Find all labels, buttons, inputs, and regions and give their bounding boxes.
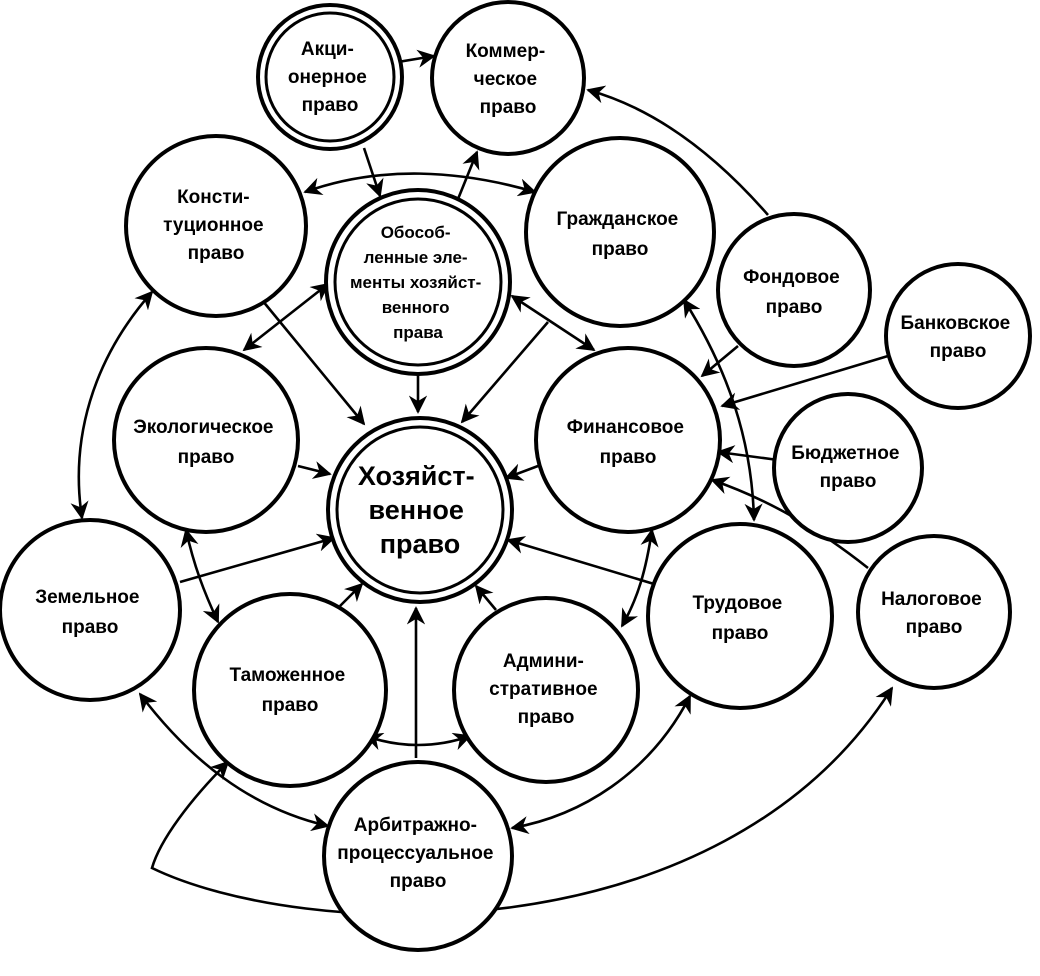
edge-eko-tam [180,528,220,624]
label-konstitucionnoe: Консти- туционное право [163,187,269,264]
node-administrativnoe: Админи- стративное право [452,596,640,784]
edge-fin-adm [620,528,659,628]
edge-fin-hoz [504,463,539,481]
label-nalogovoe: Налоговое право [881,589,987,638]
edge-grazh-hoz [460,321,549,424]
node-byudzhetnoe: Бюджетное право [772,392,924,544]
node-konstitucionnoe: Консти- туционное право [124,134,308,318]
label-bankovskoe: Банковское право [900,313,1015,362]
node-trudovoe: Трудовое право [646,522,834,710]
label-trudovoe: Трудовое право [693,593,788,644]
edge-fond-fin [700,345,739,378]
label-fondovoe: Фондовое право [743,267,845,318]
edge-konst-hoz [260,299,366,426]
label-kommercheskoe: Коммер- ческое право [466,41,551,118]
edge-akc-obos [362,147,384,198]
label-grazhdanskoe: Гражданское право [556,209,683,260]
node-ekologicheskoe: Экологическое право [112,346,300,534]
node-zemelnoe: Земельное право [0,518,182,702]
node-nalogovoe: Налоговое право [856,534,1012,690]
label-obosoblennye: Обособ- ленные эле- менты хозяйст- венно… [350,223,486,342]
label-finansovoe: Финансовое право [567,417,689,468]
label-zemelnoe: Земельное право [35,587,145,638]
edge-tam-hoz [339,582,364,607]
label-tamozhennoe: Таможенное право [229,665,350,716]
label-ekologicheskoe: Экологическое право [133,417,279,468]
edges [70,49,894,916]
node-fondovoe: Фондовое право [716,212,872,368]
edge-obos-fin [510,294,596,352]
edge-trud-hoz [506,536,655,586]
node-finansovoe: Финансовое право [534,346,722,534]
edge-konst-grazh [303,172,537,197]
node-akcionernoe: Акци- онерное право [256,3,404,151]
edge-adm-hoz [474,584,497,611]
edge-bank-fin [720,354,889,410]
edge-arb-nal-loop [150,686,894,916]
label-hozyaystvennoe: Хозяйст- венное право [358,461,482,559]
node-bankovskoe: Банковское право [884,262,1032,410]
edge-fond-komm [586,85,769,216]
edge-byud-fin [716,445,779,464]
edge-eko-hoz [297,461,332,479]
edge-zem-hoz [179,533,336,584]
label-administrativnoe: Админи- стративное право [489,651,603,728]
edge-tam-adm [364,732,472,751]
edge-obos-eko [242,282,330,352]
label-byudzhetnoe: Бюджетное право [791,443,904,492]
node-tamozhennoe: Таможенное право [192,592,388,788]
edge-konst-zem [70,290,154,520]
node-hozyaystvennoe: Хозяйст- венное право [326,416,514,604]
node-kommercheskoe: Коммер- ческое право [430,0,586,156]
node-arbitrazhno: Арбитражно- процессуальное право [322,760,514,952]
label-akcionernoe: Акци- онерное право [288,39,372,116]
node-obosoblennye: Обособ- ленные эле- менты хозяйст- венно… [324,188,512,376]
node-grazhdanskoe: Гражданское право [524,136,716,328]
label-arbitrazhno: Арбитражно- процессуальное право [337,815,498,892]
